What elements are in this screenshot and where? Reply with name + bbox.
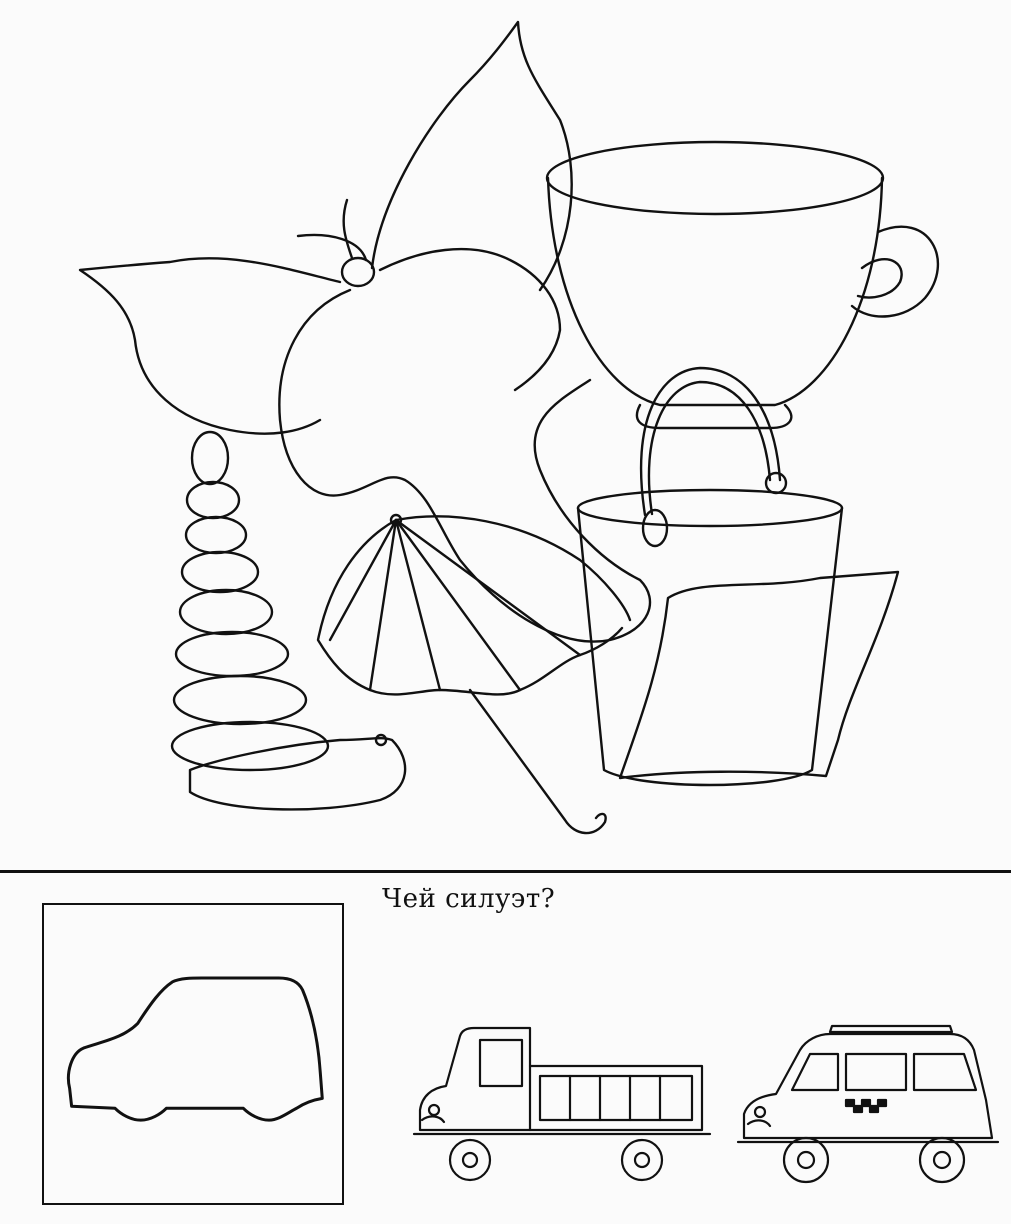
section-divider — [0, 870, 1011, 873]
butterfly-outline — [80, 22, 650, 642]
taxi-icon[interactable] — [738, 1026, 998, 1182]
question-title: Чей силуэт? — [382, 884, 556, 914]
pyramid-toy-outline — [172, 432, 405, 809]
car-silhouette-icon — [44, 905, 342, 1203]
cup-outline — [547, 142, 938, 428]
silhouette-frame — [42, 903, 344, 1205]
umbrella-outline — [318, 515, 630, 833]
overlapping-objects-picture — [0, 0, 1011, 870]
truck-icon[interactable] — [414, 1028, 710, 1180]
bucket-outline — [578, 368, 898, 785]
answer-options — [400, 1010, 1000, 1190]
